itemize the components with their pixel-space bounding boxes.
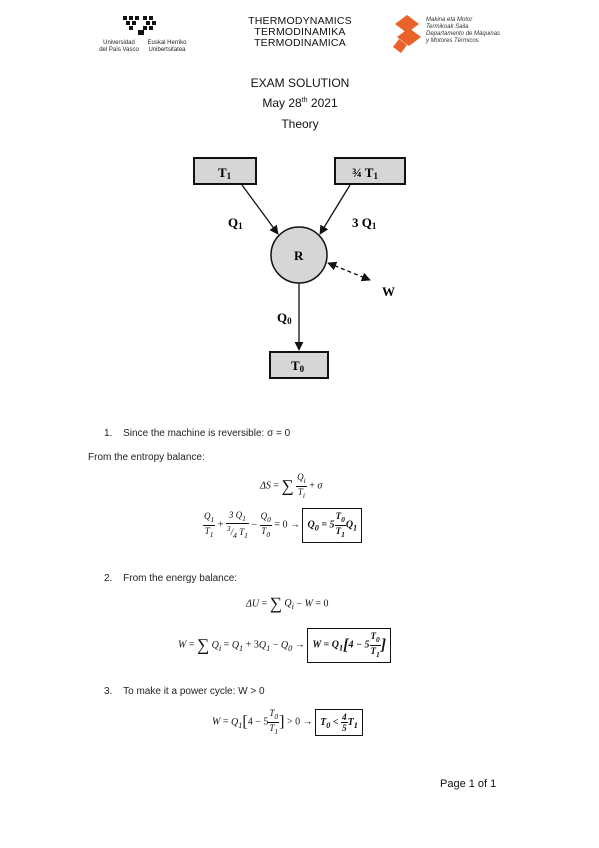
equation-energy: ΔU = ∑ Qi − W = 0 <box>246 594 329 613</box>
course-title-es: TERMODINAMICA <box>254 37 346 49</box>
item-3-text: To make it a power cycle: W > 0 <box>123 686 265 697</box>
label-3q1: 3 Q1 <box>352 215 377 231</box>
dept-line3: Departamento de Máquinas <box>426 31 501 37</box>
item-1-text: Since the machine is reversible: σ = 0 <box>123 428 291 439</box>
label-t0: T0 <box>291 358 305 374</box>
reservoir-t1-box <box>193 157 257 185</box>
course-title: THERMODYNAMICS TERMODINAMIKA TERMODINAMI… <box>210 16 390 49</box>
course-title-eu: TERMODINAMIKA <box>254 26 346 38</box>
upv-ehu-logo: Universidad del País Vasco Euskal Herrik… <box>95 14 190 62</box>
exam-date-year: 2021 <box>310 96 338 110</box>
page-number: Page 1 of 1 <box>440 778 497 790</box>
arrow-q1 <box>241 184 279 235</box>
upv-name-line2: del País Vasco <box>99 47 139 53</box>
upv-name-line1: Universidad <box>103 40 135 46</box>
upv-ehu-emblem-icon <box>123 16 156 35</box>
entropy-intro: From the entropy balance: <box>88 452 205 463</box>
label-t1: T1 <box>218 165 232 181</box>
arrow-3q1 <box>319 184 351 235</box>
exam-title: EXAM SOLUTION <box>250 76 350 90</box>
label-t34: ¾ T1 <box>352 165 378 181</box>
item-2-text: From the energy balance: <box>123 573 238 584</box>
item-3: 3. To make it a power cycle: W > 0 <box>104 686 265 697</box>
item-1-number: 1. <box>104 428 113 439</box>
dept-line2: Termikoak Saila <box>426 24 469 30</box>
exam-date-suffix: th <box>301 97 308 104</box>
reservoir-t0-box <box>269 351 329 379</box>
department-logo: Makina eta Motor Termikoak Saila Departa… <box>393 15 523 55</box>
course-title-en: THERMODYNAMICS <box>248 15 352 27</box>
arrow-w <box>327 261 371 282</box>
item-2: 2. From the energy balance: <box>104 573 237 584</box>
reservoir-t34-box <box>334 157 406 185</box>
label-q0: Q0 <box>277 310 292 326</box>
exam-date: May 28th 2021 <box>150 96 450 110</box>
label-w: W <box>382 284 395 299</box>
label-r: R <box>294 248 304 263</box>
dept-line1: Makina eta Motor <box>426 17 473 23</box>
item-3-number: 3. <box>104 686 113 697</box>
heat-engine-diagram: T1 ¾ T1 R Q1 3 Q1 W Q0 T0 <box>193 157 406 379</box>
ehu-name-line1: Euskal Herriko <box>147 40 187 46</box>
exam-section: Theory <box>281 117 319 131</box>
item-2-number: 2. <box>104 573 113 584</box>
ehu-name-line2: Unibertsitatea <box>148 47 186 53</box>
item-1: 1. Since the machine is reversible: σ = … <box>104 428 290 439</box>
department-emblem-icon <box>393 15 421 53</box>
exam-date-day: May 28 <box>262 96 302 110</box>
label-q1: Q1 <box>228 215 243 231</box>
dept-line4: y Motores Térmicos <box>426 38 479 44</box>
